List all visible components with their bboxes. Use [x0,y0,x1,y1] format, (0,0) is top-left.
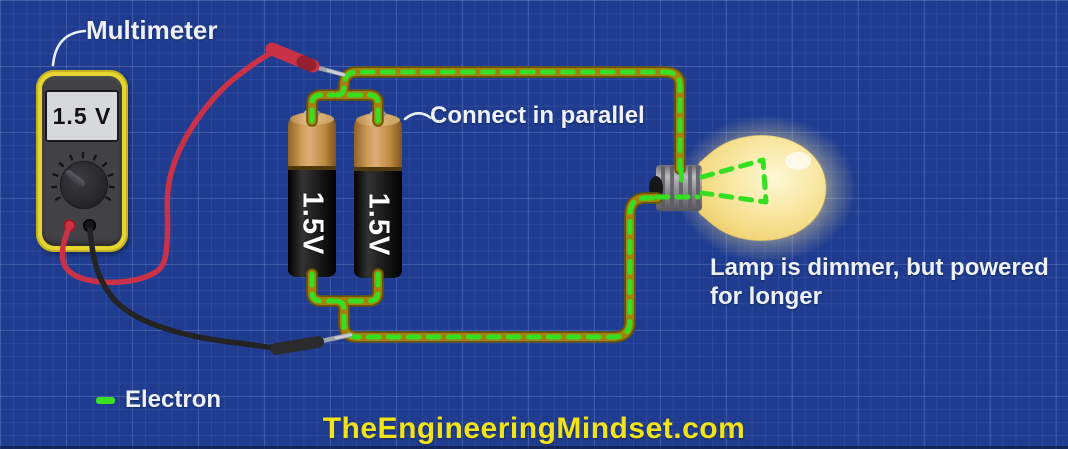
bulb-highlight [785,152,811,170]
battery-icon: 1.5V [288,109,336,277]
battery-terminal [304,109,320,117]
bulb-glow [676,115,856,263]
lamp-note-line1: Lamp is dimmer, but powered [710,254,1049,281]
battery-voltage-label: 1.5V [296,191,329,256]
rotary-dial-knob [60,161,108,209]
multimeter-display: 1.5 V [45,90,119,142]
battery-terminal [370,110,386,118]
connect-parallel-label: Connect in parallel [430,102,645,129]
battery-body: 1.5V [288,170,336,277]
battery-copper-cap [354,113,402,171]
red-probe-jack [63,219,76,232]
bulb-socket [649,165,702,211]
lamp-note: Lamp is dimmer, but powered for longer [710,253,1049,311]
dial-pointer [63,168,87,188]
battery-icon: 1.5V [354,110,402,278]
green-dash-icon [96,396,115,404]
battery-voltage-label: 1.5V [362,192,395,257]
socket-contact [649,176,663,200]
multimeter-reading: 1.5 V [52,102,112,129]
filament-electron-path [654,157,769,205]
black-probe-jack [83,219,96,232]
electron-legend: Electron [96,386,221,414]
battery-copper-cap [288,112,336,170]
multimeter-icon: 1.5 V [36,70,128,252]
battery-body: 1.5V [354,171,402,278]
electron-legend-label: Electron [125,386,222,413]
connect-pointer-line [403,111,433,121]
light-bulb-icon [649,115,856,263]
black-probe-handle [270,336,324,355]
watermark-text: TheEngineeringMindset.com [322,412,746,445]
lamp-note-line2: for longer [710,283,822,310]
bulb-glass [695,134,827,242]
red-probe-handle [265,42,320,73]
multimeter-pointer-line [51,29,87,67]
multimeter-label: Multimeter [86,15,218,45]
